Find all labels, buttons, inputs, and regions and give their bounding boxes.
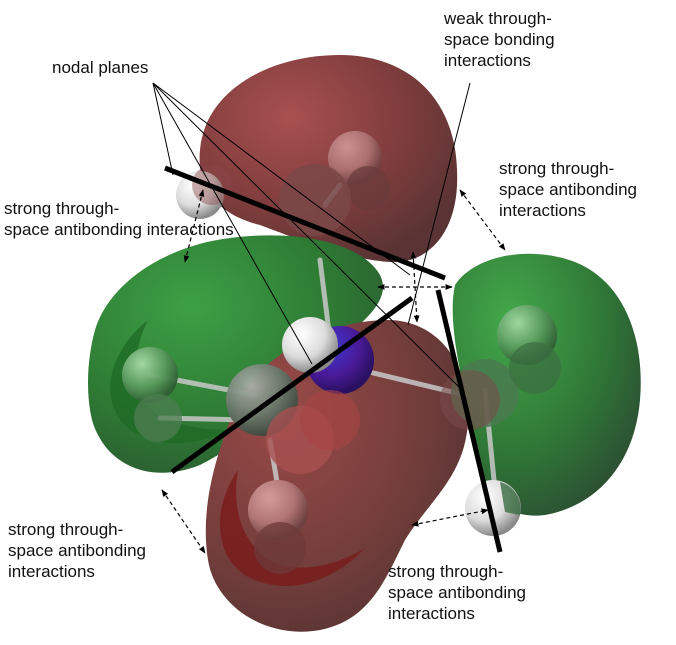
- upper-h-atom-2: [346, 166, 390, 210]
- label-line: space antibonding: [388, 583, 527, 602]
- label-line: nodal planes: [52, 58, 149, 77]
- label-line: space antibonding: [8, 541, 147, 560]
- label-line: space bonding: [444, 30, 555, 49]
- label-line: weak through-: [444, 9, 552, 28]
- label-line: strong through-: [388, 562, 504, 581]
- label-line: strong through-: [8, 520, 124, 539]
- label-line: strong through-: [499, 159, 615, 178]
- arrow-center-vertical: [410, 251, 420, 323]
- label-line: strong through-: [4, 199, 120, 218]
- label-antibonding-lower-left: strong through- space antibonding intera…: [8, 519, 146, 582]
- label-nodal-planes: nodal planes: [52, 57, 148, 78]
- label-antibonding-upper-right: strong through- space antibonding intera…: [499, 158, 637, 221]
- label-line: interactions: [8, 562, 95, 581]
- label-antibonding-lower-right: strong through- space antibonding intera…: [388, 561, 526, 624]
- interaction-arrows: [161, 189, 506, 554]
- right-lower-h-green-overlay: [500, 482, 521, 515]
- label-line: interactions: [499, 201, 586, 220]
- label-line: space antibonding: [499, 180, 638, 199]
- nodal-plane-pointers: [152, 82, 465, 393]
- nodal-plane-center: [170, 295, 414, 475]
- label-line: space antibonding interactions: [4, 220, 234, 239]
- label-weak-through-space-bonding: weak through- space bonding interactions: [444, 8, 555, 71]
- arrow-lower-left: [161, 489, 206, 554]
- nodal-plane-right: [435, 289, 503, 553]
- lower-h-atom-2: [254, 522, 306, 574]
- arrow-lower-right: [411, 508, 489, 527]
- arrow-upper-right: [459, 189, 506, 251]
- right-h-atom-2: [509, 342, 561, 394]
- right-c-atom-red: [440, 370, 500, 430]
- lower-c-atom-back: [300, 390, 360, 450]
- left-h-atom-2: [134, 394, 182, 442]
- arrow-upper-left: [183, 189, 205, 263]
- label-line: interactions: [388, 604, 475, 623]
- label-line: interactions: [444, 51, 531, 70]
- left-h-atom-1: [122, 347, 178, 403]
- lower-h-atom-1: [248, 480, 308, 540]
- label-antibonding-upper-left: strong through- space antibonding intera…: [4, 198, 234, 240]
